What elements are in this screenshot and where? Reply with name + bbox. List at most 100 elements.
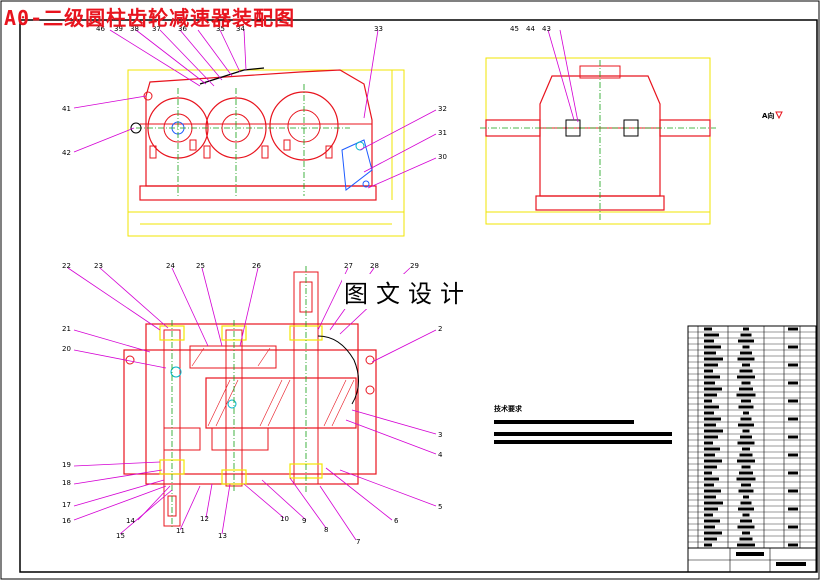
callout: 6 — [394, 517, 399, 525]
callout: 44 — [526, 25, 535, 33]
callout: 45 — [510, 25, 519, 33]
table-cell-text — [704, 345, 721, 349]
table-cell-text — [704, 351, 716, 355]
gear-block — [211, 427, 269, 451]
table-cell-text — [736, 393, 756, 397]
table-cell-text — [704, 477, 719, 481]
table-cell-text — [741, 399, 751, 403]
table-cell-text — [788, 399, 798, 403]
table-cell-text — [742, 513, 750, 517]
callout: 38 — [130, 25, 139, 33]
table-cell-text — [738, 489, 754, 493]
table-cell-text — [704, 441, 713, 445]
table-cell-text — [788, 525, 798, 529]
callout: 12 — [200, 515, 209, 523]
plan-leaders — [67, 267, 437, 541]
table-cell-text — [740, 333, 752, 337]
callout: 8 — [324, 526, 328, 534]
table-cell-text — [739, 453, 753, 457]
table-cell-text — [743, 327, 749, 331]
table-cell-text — [704, 453, 715, 457]
callout: 43 — [542, 25, 551, 33]
bolt-hole — [125, 355, 135, 365]
housing-base — [139, 185, 377, 201]
callout: 2 — [438, 325, 442, 333]
callout: 25 — [196, 262, 205, 270]
table-cell-text — [741, 483, 751, 487]
callout: 29 — [410, 262, 419, 270]
table-cell-text — [704, 423, 716, 427]
callout: 34 — [236, 25, 245, 33]
callout: 42 — [62, 149, 71, 157]
centerlines — [136, 84, 350, 196]
view-label: A向 — [762, 111, 774, 120]
table-cell-text — [739, 369, 753, 373]
table-cell-text — [704, 417, 721, 421]
table-cell-text — [704, 465, 717, 469]
table-cell-text — [704, 537, 717, 541]
callout: 37 — [152, 25, 161, 33]
callout: 16 — [62, 517, 71, 525]
table-cell-text — [738, 339, 754, 343]
table-cell-text — [704, 513, 713, 517]
front-view — [127, 67, 405, 237]
view-arrow-icon — [775, 111, 783, 120]
table-cell-text — [742, 363, 750, 367]
table-cell-text — [704, 525, 715, 529]
callout: 19 — [62, 461, 71, 469]
table-cell-text — [704, 363, 718, 367]
callout: 33 — [374, 25, 383, 33]
table-cell-text — [704, 459, 722, 463]
plan-flange — [123, 349, 377, 475]
table-cell-text — [704, 339, 714, 343]
callout: 7 — [356, 538, 360, 546]
callout: 3 — [438, 431, 442, 439]
callout: 23 — [94, 262, 103, 270]
callout: 9 — [302, 517, 306, 525]
side-view — [480, 57, 716, 225]
table-cell-text — [788, 453, 798, 457]
gear-block — [205, 377, 357, 429]
table-cell-text — [788, 381, 798, 385]
bearing-cap — [623, 119, 639, 137]
table-cell-text — [788, 471, 798, 475]
table-cell-text — [704, 369, 713, 373]
callout: 24 — [166, 262, 175, 270]
side-leaders — [547, 29, 579, 123]
front-dimension-frame — [127, 69, 405, 237]
table-cell-text — [788, 363, 798, 367]
table-cell-text — [742, 531, 750, 535]
callout: 30 — [438, 153, 447, 161]
callout: 41 — [62, 105, 71, 113]
table-cell-text — [704, 411, 714, 415]
table-cell-text — [739, 537, 753, 541]
drain-plug — [362, 180, 370, 188]
table-cell-text — [740, 351, 752, 355]
watermark-text: 图文设计 — [342, 274, 474, 309]
table-cell-text — [788, 345, 798, 349]
table-cell-text — [788, 489, 798, 493]
callout: 17 — [62, 501, 71, 509]
vent-cover — [199, 67, 265, 85]
table-cell-text — [737, 441, 755, 445]
side-dimension-frame — [485, 57, 711, 225]
table-cell-text — [740, 417, 752, 421]
table-cell-text — [740, 501, 752, 505]
table-cell-text — [704, 507, 718, 511]
callout: 28 — [370, 262, 379, 270]
technical-notes-title: 技术要求 — [494, 405, 522, 413]
table-cell-text — [737, 357, 755, 361]
callout: 4 — [438, 451, 443, 459]
table-cell-text — [742, 429, 750, 433]
table-cell-text — [740, 519, 752, 523]
table-cell-text — [742, 345, 750, 349]
table-cell-text — [704, 543, 712, 547]
bearing-cap — [565, 119, 581, 137]
section-hatching — [191, 347, 355, 427]
callout: 10 — [280, 515, 289, 523]
table-cell-text — [788, 327, 798, 331]
table-cell-text — [704, 327, 712, 331]
lifting-lug — [130, 122, 142, 134]
callout: 32 — [438, 105, 447, 113]
